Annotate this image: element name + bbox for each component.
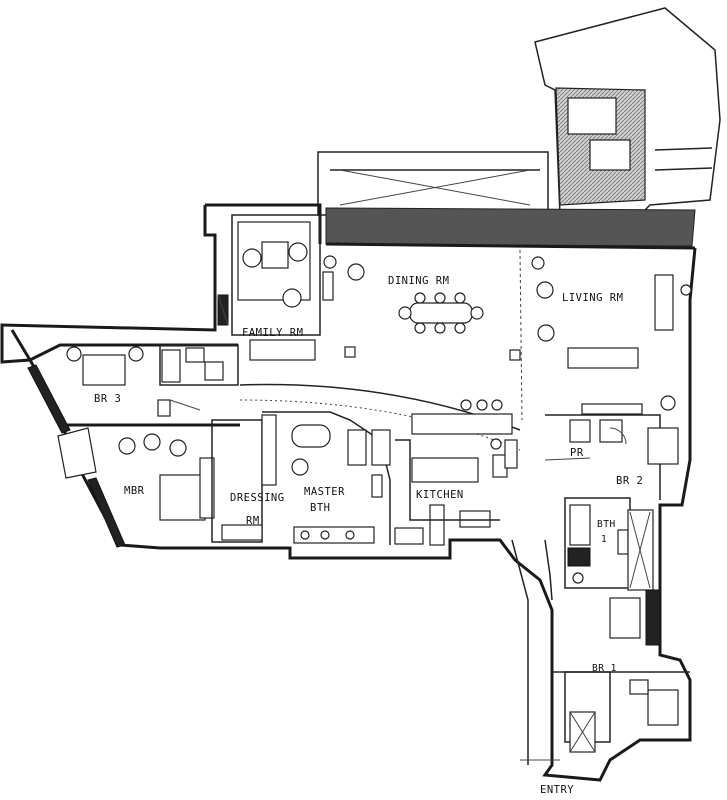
label-dining-rm: DINING RM	[388, 275, 450, 287]
label-dressing: DRESSING	[230, 492, 285, 504]
label-bth1: BTH	[597, 519, 616, 530]
label-master-bth: BTH	[310, 502, 331, 514]
bedroom-3	[66, 344, 239, 417]
north-terrace	[317, 151, 549, 216]
upper-terrace	[534, 7, 721, 232]
balcony-strip	[325, 207, 696, 247]
entry-corridor	[511, 539, 560, 765]
label-dressing-rm: RM	[246, 515, 260, 527]
bath-1	[564, 497, 661, 646]
living-room	[531, 256, 692, 415]
label-pr: PR	[570, 447, 584, 459]
powder-bedroom-2	[544, 414, 679, 500]
west-window	[27, 364, 71, 434]
master-bath	[262, 411, 424, 545]
label-family-rm: FAMILY RM	[242, 327, 304, 339]
label-mbr: MBR	[124, 485, 145, 497]
outer-walls	[0, 203, 697, 782]
label-entry: ENTRY	[540, 784, 575, 796]
master-bedroom	[118, 414, 331, 543]
bedroom-1	[552, 671, 690, 753]
dining-room	[344, 249, 523, 421]
label-br2: BR 2	[616, 475, 644, 487]
label-bth1-num: 1	[601, 534, 608, 545]
label-kitchen: KITCHEN	[416, 489, 464, 501]
label-living-rm: LIVING RM	[562, 292, 624, 304]
kitchen	[395, 399, 518, 546]
label-br3: BR 3	[94, 393, 122, 405]
family-room	[217, 214, 365, 361]
label-master: MASTER	[304, 486, 345, 498]
label-br1: BR 1	[592, 663, 617, 674]
